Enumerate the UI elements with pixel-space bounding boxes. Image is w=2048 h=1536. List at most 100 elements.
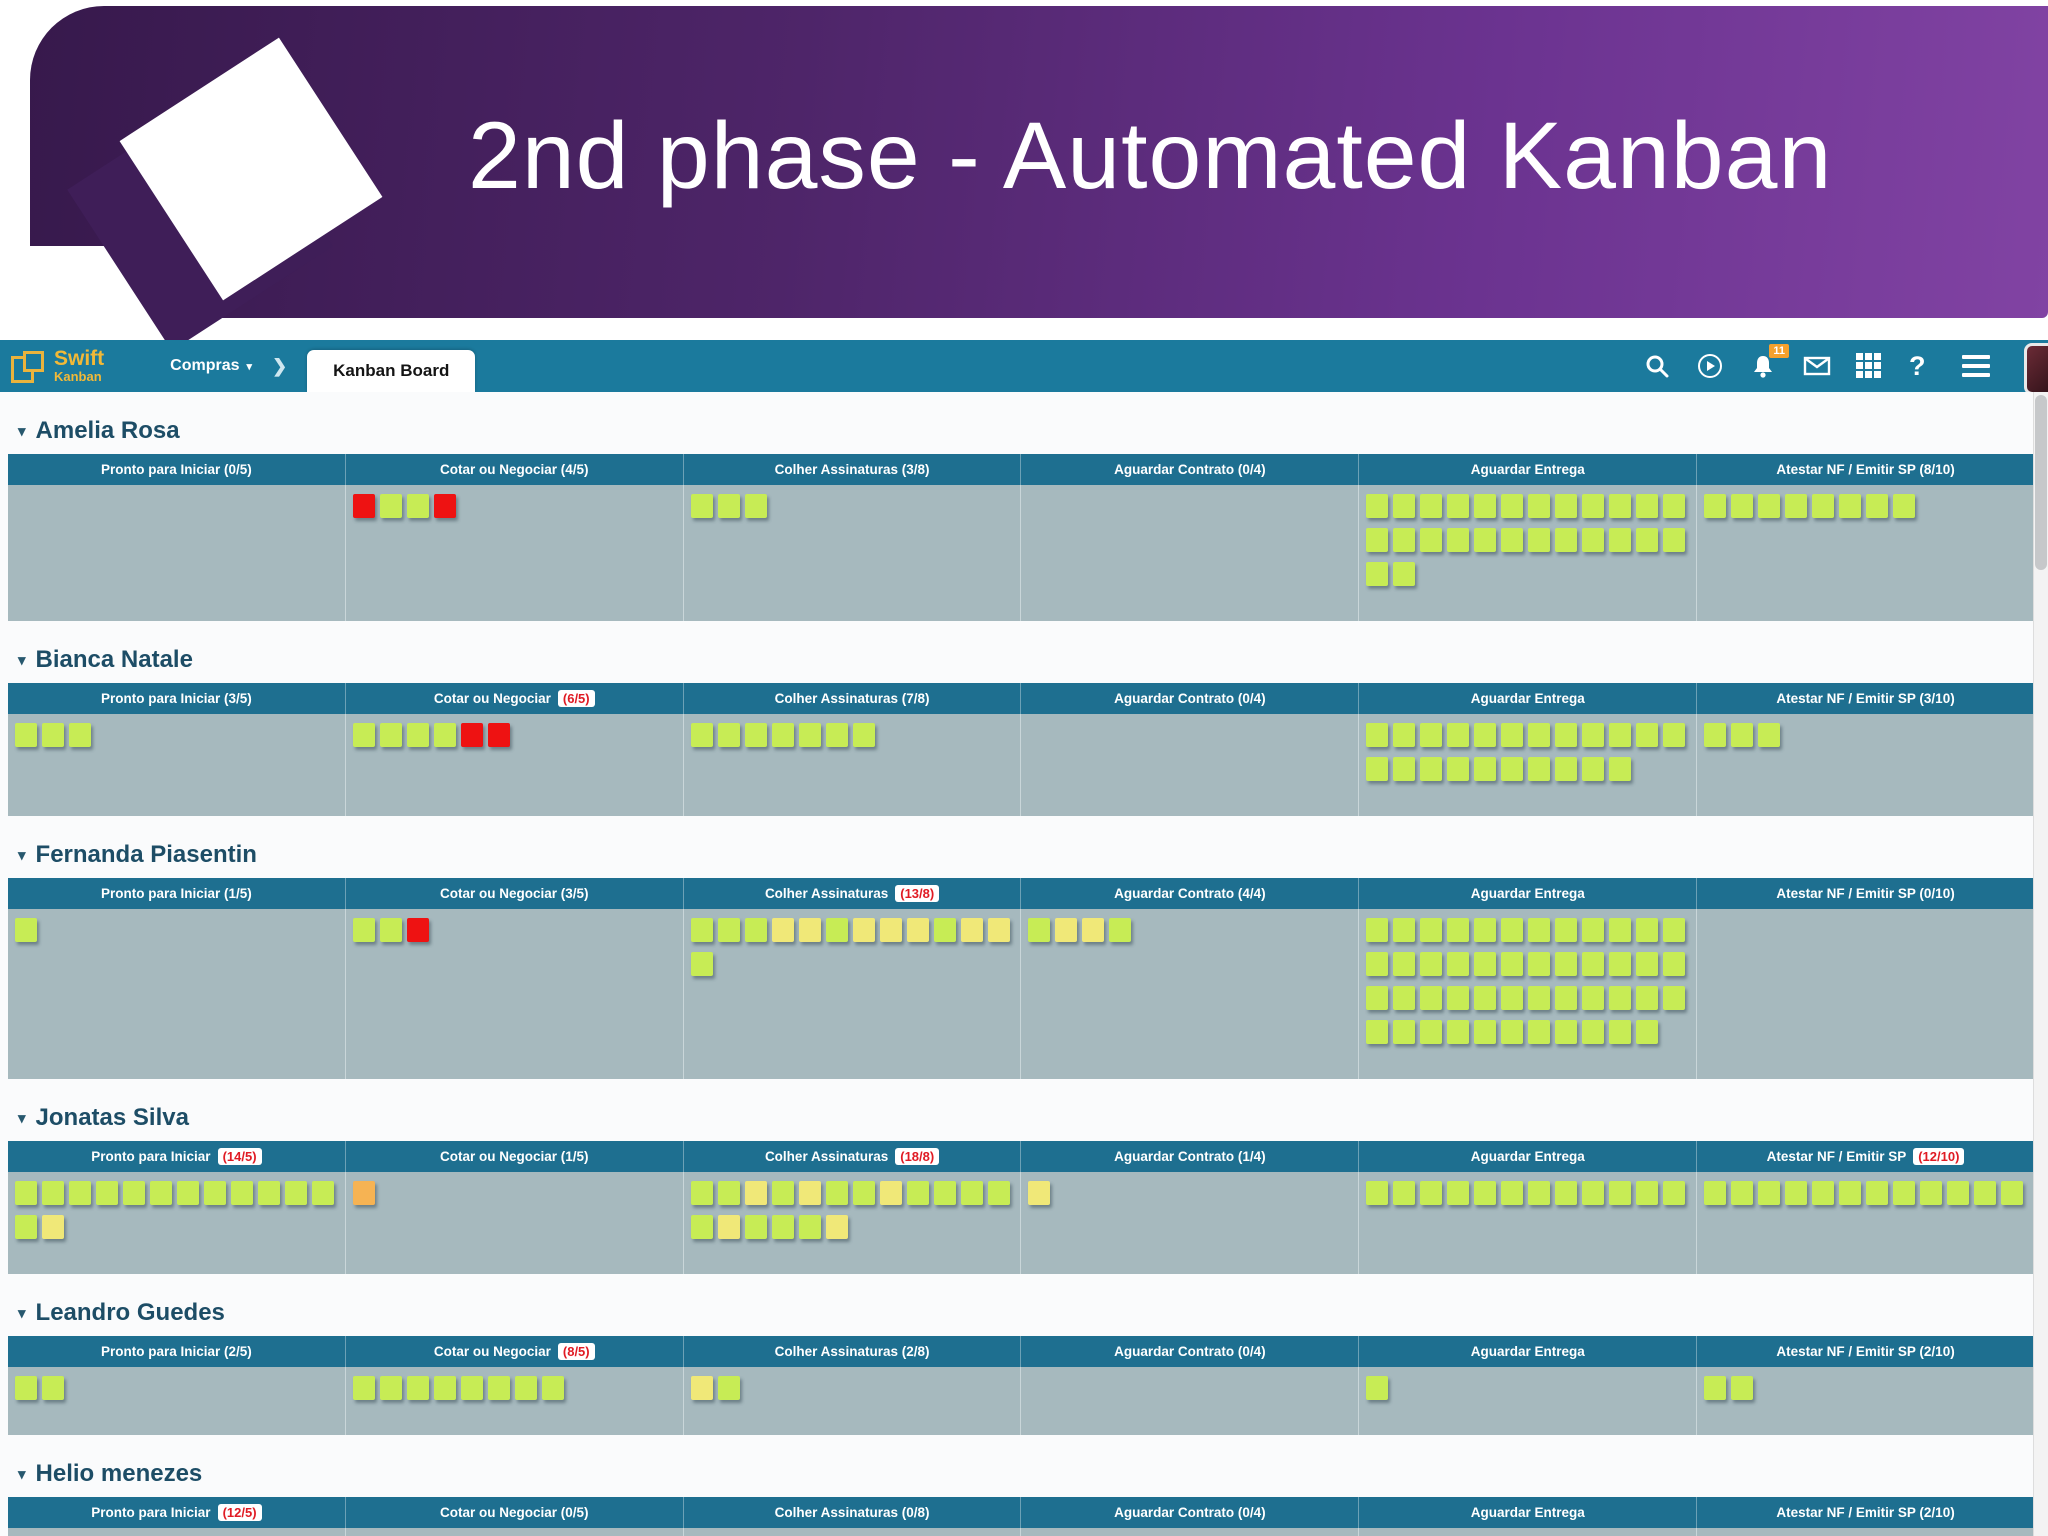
kanban-card[interactable] [987,1181,1010,1205]
kanban-card[interactable] [1393,723,1416,747]
kanban-card[interactable] [1366,952,1389,976]
kanban-card[interactable] [1366,986,1389,1010]
kanban-card[interactable] [690,1376,713,1400]
kanban-card[interactable] [1555,1181,1578,1205]
kanban-card[interactable] [150,1181,172,1205]
collapse-icon[interactable]: ▾ [18,1305,26,1322]
kanban-card[interactable] [1501,723,1524,747]
kanban-card[interactable] [717,723,740,747]
kanban-card[interactable] [1555,1020,1578,1044]
kanban-card[interactable] [42,723,64,747]
kanban-card[interactable] [1366,1181,1389,1205]
play-circle-icon[interactable] [1697,353,1723,379]
collapse-icon[interactable]: ▾ [18,847,26,864]
kanban-card[interactable] [1501,918,1524,942]
mail-icon[interactable] [1803,353,1831,379]
kanban-card[interactable] [1447,757,1470,781]
breadcrumb-compras[interactable]: Compras ▾ [170,357,252,375]
kanban-card[interactable] [744,1215,767,1239]
kanban-card[interactable] [1420,1181,1443,1205]
search-icon[interactable] [1644,353,1670,379]
kanban-card[interactable] [1582,528,1605,552]
kanban-card[interactable] [406,723,429,747]
kanban-card[interactable] [906,918,929,942]
menu-icon[interactable] [1962,353,1990,379]
kanban-card[interactable] [1555,494,1578,518]
kanban-card[interactable] [1393,918,1416,942]
kanban-card[interactable] [1555,528,1578,552]
kanban-card[interactable] [15,918,37,942]
kanban-card[interactable] [1785,1181,1808,1205]
kanban-card[interactable] [1447,1181,1470,1205]
kanban-card[interactable] [852,1181,875,1205]
kanban-card[interactable] [1866,494,1889,518]
kanban-card[interactable] [1393,757,1416,781]
kanban-card[interactable] [1393,1181,1416,1205]
kanban-card[interactable] [1528,528,1551,552]
kanban-card[interactable] [1609,918,1632,942]
kanban-card[interactable] [15,1376,37,1400]
kanban-card[interactable] [1109,918,1132,942]
kanban-card[interactable] [933,1181,956,1205]
kanban-card[interactable] [1366,562,1389,586]
kanban-card[interactable] [69,1181,91,1205]
kanban-card[interactable] [744,723,767,747]
kanban-card[interactable] [1501,1181,1524,1205]
kanban-card[interactable] [1474,918,1497,942]
swimlane-title-row[interactable]: ▾Leandro Guedes [8,1290,2034,1336]
kanban-card[interactable] [352,1181,375,1205]
kanban-card[interactable] [1366,494,1389,518]
kanban-card[interactable] [1393,1020,1416,1044]
kanban-card[interactable] [1663,986,1686,1010]
kanban-card[interactable] [1555,986,1578,1010]
kanban-card[interactable] [1609,1181,1632,1205]
kanban-card[interactable] [352,723,375,747]
swimlane-title-row[interactable]: ▾Fernanda Piasentin [8,832,2034,878]
kanban-card[interactable] [1731,723,1754,747]
kanban-card[interactable] [1528,952,1551,976]
kanban-card[interactable] [231,1181,253,1205]
kanban-card[interactable] [1636,952,1659,976]
kanban-card[interactable] [1447,494,1470,518]
kanban-card[interactable] [1663,528,1686,552]
kanban-card[interactable] [42,1215,64,1239]
kanban-card[interactable] [258,1181,280,1205]
kanban-card[interactable] [1393,494,1416,518]
kanban-card[interactable] [1609,528,1632,552]
kanban-card[interactable] [1420,757,1443,781]
kanban-card[interactable] [1474,1181,1497,1205]
kanban-card[interactable] [2001,1181,2024,1205]
kanban-card[interactable] [825,918,848,942]
kanban-card[interactable] [1812,1181,1835,1205]
kanban-card[interactable] [690,494,713,518]
kanban-card[interactable] [933,918,956,942]
kanban-card[interactable] [69,723,91,747]
kanban-card[interactable] [987,918,1010,942]
kanban-card[interactable] [1663,494,1686,518]
kanban-card[interactable] [1731,1181,1754,1205]
kanban-card[interactable] [1636,1020,1659,1044]
kanban-card[interactable] [541,1376,564,1400]
kanban-card[interactable] [1704,494,1727,518]
kanban-card[interactable] [1555,918,1578,942]
kanban-card[interactable] [771,1181,794,1205]
kanban-card[interactable] [1474,723,1497,747]
kanban-card[interactable] [1447,918,1470,942]
kanban-card[interactable] [852,723,875,747]
kanban-card[interactable] [1920,1181,1943,1205]
kanban-card[interactable] [406,1376,429,1400]
kanban-card[interactable] [1393,986,1416,1010]
kanban-card[interactable] [744,494,767,518]
kanban-card[interactable] [1528,918,1551,942]
kanban-card[interactable] [487,723,510,747]
kanban-card[interactable] [1582,1181,1605,1205]
kanban-card[interactable] [1663,952,1686,976]
kanban-card[interactable] [1474,952,1497,976]
kanban-card[interactable] [1447,723,1470,747]
kanban-card[interactable] [352,1376,375,1400]
kanban-card[interactable] [1474,1020,1497,1044]
swimlane-title-row[interactable]: ▾Helio menezes [8,1451,2034,1497]
kanban-card[interactable] [1501,952,1524,976]
swimlane-title-row[interactable]: ▾Bianca Natale [8,637,2034,683]
kanban-card[interactable] [825,1181,848,1205]
